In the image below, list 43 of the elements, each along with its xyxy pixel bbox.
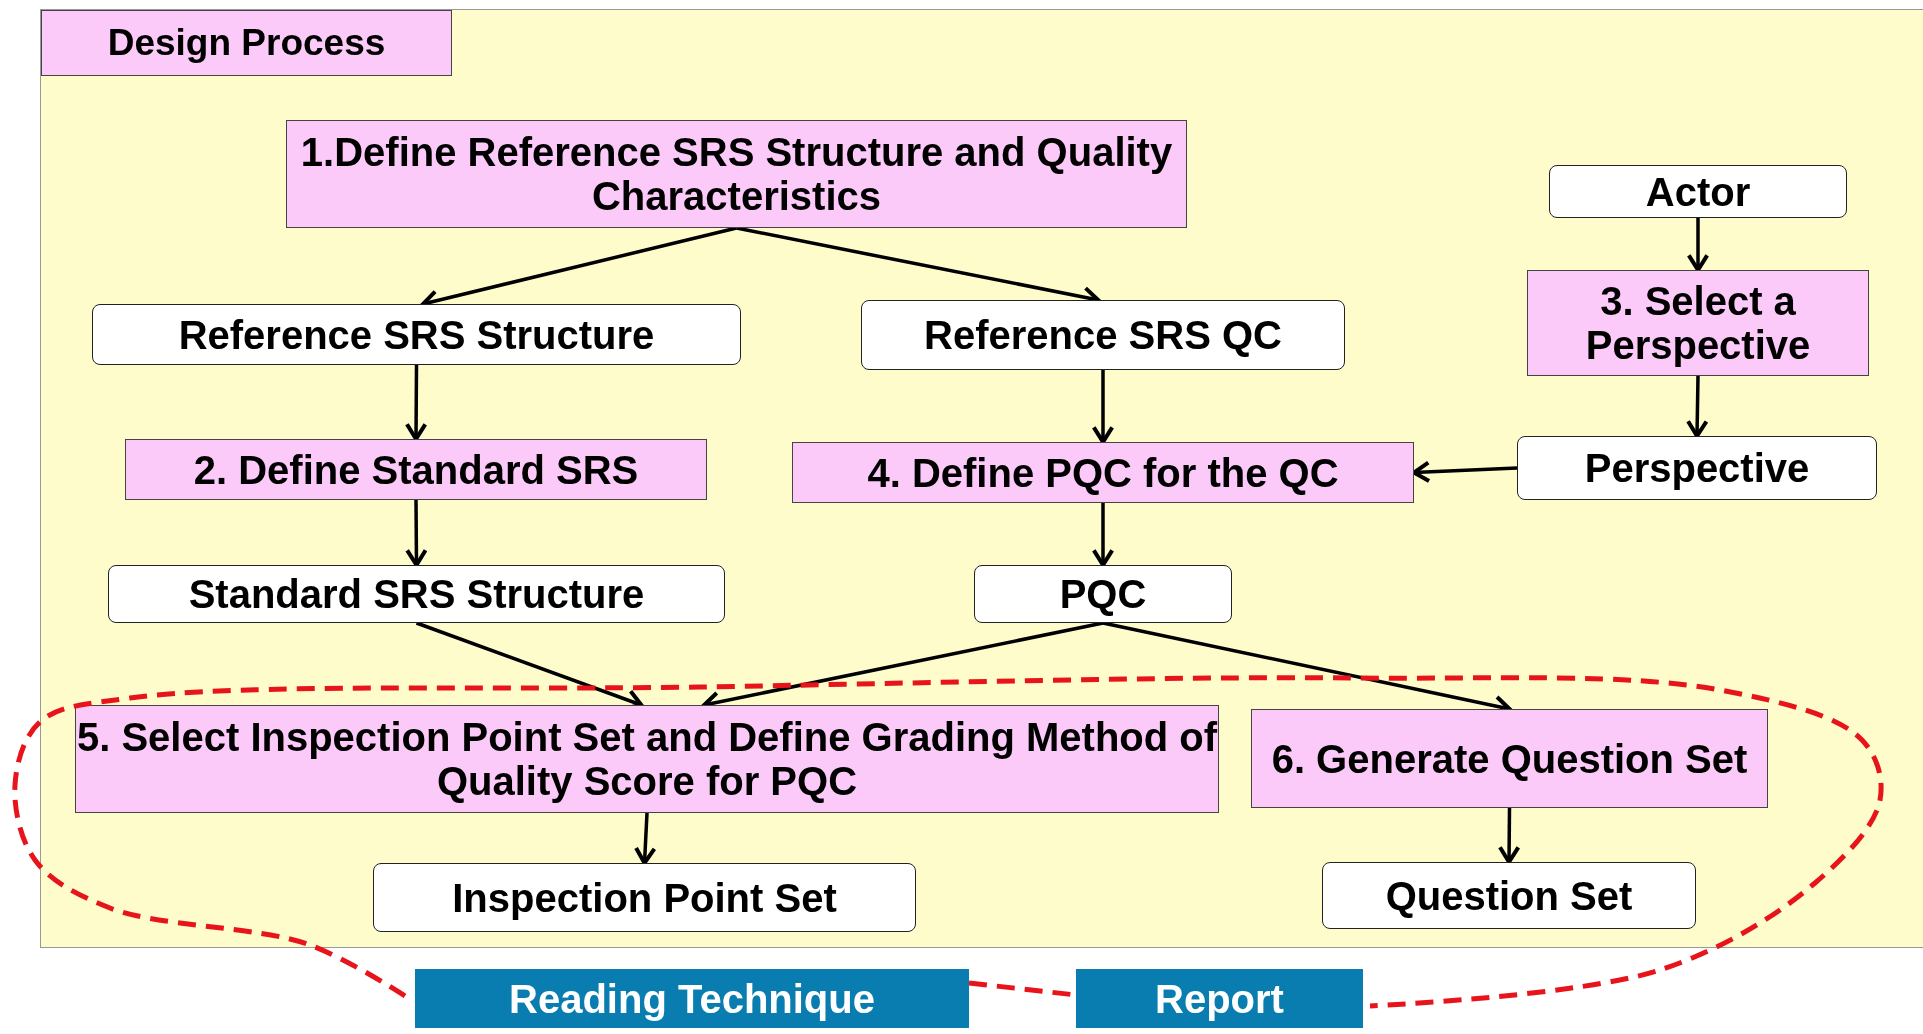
tab-box — [415, 969, 969, 1028]
box-label: 2. Define Standard SRS — [193, 447, 639, 492]
process-box — [286, 120, 1187, 228]
process-box — [75, 705, 1219, 813]
arrow — [1091, 503, 1115, 567]
box-label: Actor — [1645, 169, 1751, 214]
box-label: 1.Define Reference SRS Structure and Quality Characteristics — [299, 130, 1174, 218]
box-label: 4. Define PQC for the QC — [867, 450, 1339, 495]
artifact-box — [1322, 862, 1696, 929]
artifact-box — [108, 565, 725, 623]
artifact-box — [92, 304, 741, 365]
box-label: Standard SRS Structure — [188, 572, 645, 616]
artifact-box — [373, 863, 916, 932]
box-label: Report — [1155, 976, 1284, 1021]
title-tab: Design Process — [41, 10, 452, 76]
box-label: 5. Select Inspection Point Set and Define Grading Method of Quality Score for PQC — [76, 715, 1218, 803]
process-box — [1527, 270, 1869, 376]
process-box — [792, 442, 1414, 503]
process-box — [1251, 709, 1768, 808]
arrow — [634, 812, 657, 865]
artifact-box — [861, 300, 1345, 370]
artifact-box — [1517, 436, 1877, 500]
artifact-box — [974, 565, 1232, 623]
arrow — [1686, 375, 1709, 438]
arrow — [1497, 808, 1521, 864]
box-label: Perspective — [1584, 446, 1810, 490]
box-label: Inspection Point Set — [452, 875, 837, 920]
box-label: Question Set — [1385, 873, 1633, 918]
artifact-box — [1549, 165, 1847, 218]
box-label: 3. Select a Perspective — [1584, 279, 1812, 367]
process-box — [125, 439, 707, 500]
arrow — [404, 365, 428, 441]
box-label: 6. Generate Question Set — [1271, 736, 1748, 781]
arrow — [405, 500, 428, 567]
process-panel — [40, 9, 1923, 948]
box-label: Reading Technique — [509, 976, 875, 1021]
tab-box — [1076, 969, 1363, 1028]
arrow — [1686, 218, 1710, 272]
arrow — [1412, 460, 1518, 484]
box-label: PQC — [1059, 572, 1147, 616]
box-label: Reference SRS QC — [924, 313, 1282, 357]
arrow — [1091, 370, 1115, 444]
box-label: Reference SRS Structure — [178, 312, 655, 357]
